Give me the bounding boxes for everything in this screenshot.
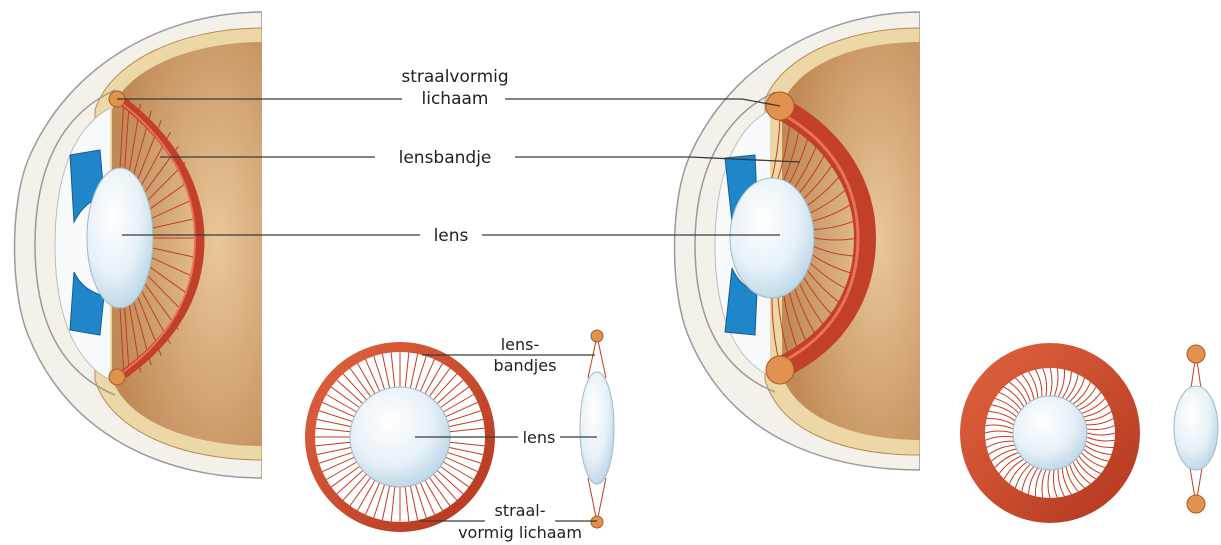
front-lens-accommodated	[1013, 396, 1087, 470]
right-eye-cross-section	[675, 12, 921, 470]
side-ciliary-top-relaxed	[591, 330, 603, 342]
label-ciliary-body-line1: straalvormig	[401, 67, 508, 87]
label-lens-top: lens	[434, 226, 469, 246]
label-zonules-line2: bandjes	[494, 356, 557, 375]
label-lens-bottom: lens	[523, 428, 556, 447]
right-lens	[730, 178, 814, 298]
side-lens-accommodated	[1174, 386, 1218, 470]
label-ciliary-bottom-line1: straal-	[494, 501, 545, 520]
left-eye-cross-section	[15, 12, 263, 478]
left-lens	[87, 168, 153, 308]
side-lens-relaxed	[580, 372, 614, 484]
side-ciliary-top-accommodated	[1187, 345, 1205, 363]
side-zonule-a3	[588, 478, 597, 522]
label-ciliary-body-line2: lichaam	[422, 89, 489, 109]
label-ciliary-bottom-line2: vormig lichaam	[458, 523, 582, 542]
front-view-accommodated	[960, 343, 1140, 523]
right-ciliary-body-bottom	[766, 356, 794, 384]
side-view-relaxed	[580, 330, 614, 528]
left-ciliary-body-bottom	[109, 369, 125, 385]
side-zonule-a4	[597, 478, 606, 522]
label-zonules-line1: lens-	[501, 335, 540, 354]
side-ciliary-bottom-accommodated	[1187, 495, 1205, 513]
label-zonule: lensbandje	[399, 148, 492, 168]
side-view-accommodated	[1174, 345, 1218, 513]
side-ciliary-bottom-relaxed	[591, 516, 603, 528]
